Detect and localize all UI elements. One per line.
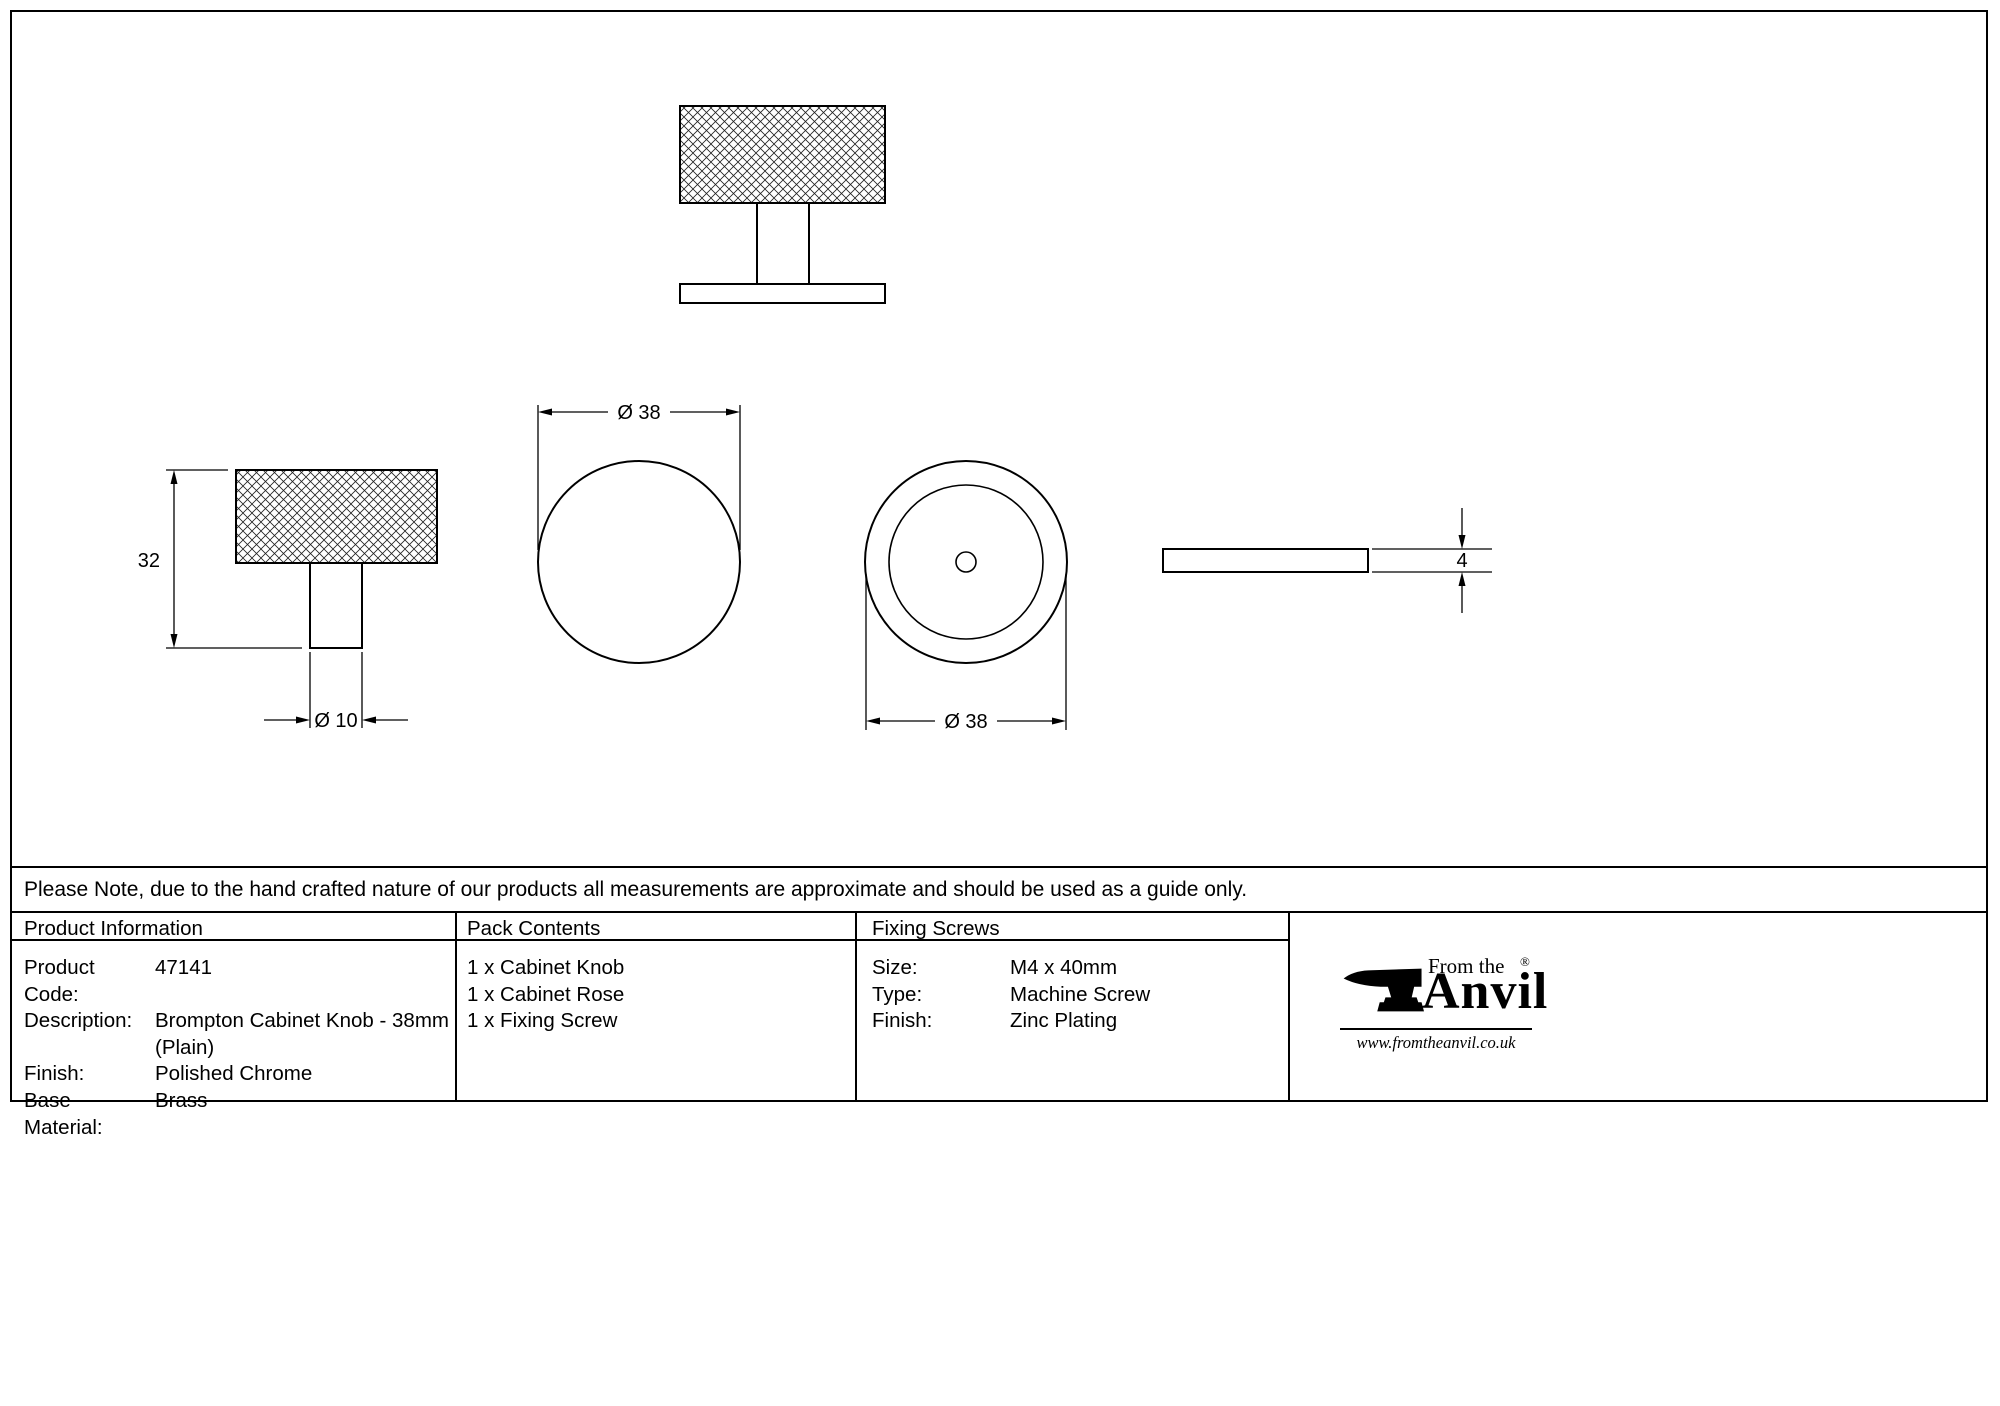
field-label: Base Material:: [24, 1088, 103, 1139]
technical-drawings: 32 Ø 10 Ø 38: [138, 105, 1492, 733]
pack-contents-header: Pack Contents: [467, 917, 601, 940]
pack-item: 1 x Cabinet Knob: [467, 956, 625, 979]
field-value: Zinc Plating: [1010, 1009, 1118, 1033]
logo-website: www.fromtheanvil.co.uk: [1356, 1033, 1516, 1052]
fixing-screws-body: Size: M4 x 40mm Type: Machine Screw Fini…: [872, 955, 1282, 1035]
front-elevation-view: [679, 105, 886, 304]
stem-diameter-dimension: Ø 10: [264, 652, 408, 732]
knob-head-knurled: [235, 469, 438, 564]
table-row: Product Code: 47141: [24, 955, 449, 1008]
field-value: Brompton Cabinet Knob - 38mm: [155, 1009, 449, 1033]
dim-label-height: 32: [138, 550, 160, 572]
table-row: Description: Brompton Cabinet Knob - 38m…: [24, 1008, 449, 1035]
logo-tagline: From the: [1428, 954, 1505, 978]
field-value: Polished Chrome: [155, 1062, 313, 1086]
column-divider-2: [855, 911, 857, 1102]
front-diameter-dimension: Ø 38: [537, 399, 741, 550]
field-label: Finish:: [24, 1062, 85, 1086]
field-value: M4 x 40mm: [1010, 956, 1118, 979]
field-value: 47141: [155, 956, 213, 979]
field-label: Product Code:: [24, 956, 95, 1006]
dim-label-stem: Ø 10: [314, 710, 357, 732]
field-value: Brass: [155, 1088, 208, 1112]
sheet-border: [10, 10, 1988, 1102]
knob-rose: [679, 283, 886, 304]
knob-stem: [756, 202, 810, 285]
table-row: Size: M4 x 40mm: [872, 955, 1282, 982]
anvil-logo: From the Anvil ® www.fromtheanvil.co.uk: [1340, 952, 1547, 1066]
knob-head-knurled: [679, 105, 886, 204]
registered-mark: ®: [1520, 954, 1530, 969]
rose-outer-circle: [864, 460, 1068, 664]
rose-thickness-dimension: 4: [1372, 508, 1492, 613]
dim-label-rose-thickness: 4: [1456, 550, 1467, 572]
table-row: (Plain): [24, 1035, 449, 1062]
field-label: Finish:: [872, 1009, 933, 1033]
dim-label-back-diameter: Ø 38: [944, 711, 987, 733]
side-elevation-view: [235, 469, 438, 649]
rose-profile: [1162, 548, 1369, 573]
dim-label-front-diameter: Ø 38: [617, 402, 660, 424]
table-header-bottom-rule: [10, 939, 1290, 941]
note-row-top-rule: [10, 866, 1988, 868]
knob-face-circle: [537, 460, 741, 664]
measurement-note: Please Note, due to the hand crafted nat…: [24, 878, 1248, 901]
field-value: (Plain): [155, 1035, 215, 1059]
table-row: Finish: Polished Chrome: [24, 1061, 449, 1088]
pack-contents-body: 1 x Cabinet Knob 1 x Cabinet Rose 1 x Fi…: [467, 955, 847, 1035]
table-row: Finish: Zinc Plating: [872, 1008, 1282, 1035]
logo-wordmark: Anvil: [1422, 963, 1549, 1020]
rose-inner-circle: [888, 484, 1044, 640]
pack-item: 1 x Fixing Screw: [467, 1009, 618, 1033]
screw-hole: [955, 551, 977, 573]
column-divider-3: [1288, 911, 1290, 1102]
product-info-header: Product Information: [24, 917, 203, 940]
table-header-top-rule: [10, 911, 1988, 913]
back-diameter-dimension: Ø 38: [865, 574, 1067, 733]
anvil-icon: [1343, 968, 1424, 1012]
table-row: Base Material: Brass: [24, 1088, 449, 1141]
pack-item: 1 x Cabinet Rose: [467, 982, 625, 1006]
front-face-view: [537, 460, 741, 664]
field-value: Machine Screw: [1010, 982, 1151, 1006]
table-row: Type: Machine Screw: [872, 982, 1282, 1009]
logo-divider: [1340, 1028, 1532, 1030]
field-label: Size:: [872, 956, 918, 979]
field-label: Type:: [872, 982, 923, 1006]
rose-profile-view: [1162, 548, 1369, 573]
height-dimension: 32: [138, 469, 302, 649]
column-divider-1: [455, 911, 457, 1102]
knob-stem: [309, 562, 363, 649]
field-label: Description:: [24, 1009, 133, 1033]
fixing-screws-header: Fixing Screws: [872, 917, 1000, 940]
product-info-body: Product Code: 47141 Description: Brompto…: [24, 955, 449, 1141]
back-face-view: [864, 460, 1068, 664]
field-label: [24, 1035, 155, 1062]
